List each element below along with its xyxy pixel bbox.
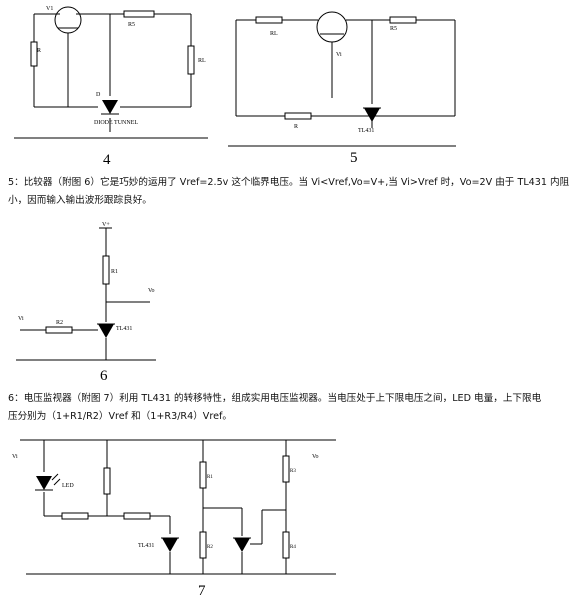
fig6-vi-label: Vi xyxy=(18,316,24,322)
fig6-r1-label: R1 xyxy=(111,269,118,275)
led-emission-arrow-1 xyxy=(51,473,59,481)
figure-5-number: 5 xyxy=(350,150,358,166)
paragraph-5-line-2: 小，因而输入输出波形跟踪良好。 xyxy=(8,195,152,206)
fig6-vo-label: Vo xyxy=(148,288,155,294)
led-emission-arrow-2 xyxy=(53,478,61,486)
fig7-tl431-label: TL431 xyxy=(138,543,154,549)
paragraph-5-line-1: 5：比较器（附图 6）它是巧妙的运用了 Vref=2.5v 这个临界电压。当 V… xyxy=(8,177,570,188)
diode-symbol-icon xyxy=(102,100,118,114)
figure-6-number: 6 xyxy=(100,368,108,384)
fig7-vo-label: Vo xyxy=(312,454,319,460)
fig7-r1-label: R1 xyxy=(207,475,213,480)
paragraph-6-line-2: 压分别为（1+R1/R2）Vref 和（1+R3/R4）Vref。 xyxy=(8,411,232,422)
figure-6-circuit xyxy=(20,227,150,360)
fig6-r2-label: R2 xyxy=(56,320,63,326)
figure-4-number: 4 xyxy=(103,152,111,168)
fig7-led-label: LED xyxy=(62,483,74,489)
tl431-symbol-icon xyxy=(162,538,178,552)
fig5-tl431-label: TL431 xyxy=(358,128,374,134)
fig7-r4-label: R4 xyxy=(290,545,296,550)
led-icon xyxy=(36,476,52,490)
fig4-diode-label: D xyxy=(96,92,101,98)
figure-5-circuit xyxy=(235,11,456,128)
fig4-rl-label: RL xyxy=(198,58,206,64)
fig7-vi-label: Vi xyxy=(12,454,18,460)
fig4-transistor-label: V1 xyxy=(46,6,53,12)
fig6-vplus-label: V+ xyxy=(102,222,110,228)
figure-7-number: 7 xyxy=(198,583,206,599)
fig7-r2-label: R2 xyxy=(207,545,213,550)
fig4-diode-caption: DIODE TUNNEL xyxy=(94,120,138,126)
paragraph-6-line-1: 6：电压监视器（附图 7）利用 TL431 的转移特性，组成实用电压监视器。当电… xyxy=(8,393,542,404)
figure-4-circuit xyxy=(30,6,195,132)
fig5-r-label: R xyxy=(294,124,298,130)
fig4-r-label: R xyxy=(37,48,41,54)
fig4-r5-label: R5 xyxy=(128,22,135,28)
fig5-r5-label: R5 xyxy=(390,26,397,32)
figure-7-circuit xyxy=(20,439,336,574)
fig7-r3-label: R3 xyxy=(290,469,296,474)
fig6-tl431-label: TL431 xyxy=(116,326,132,332)
fig5-vi-label: Vi xyxy=(336,52,342,58)
tl431-symbol-icon xyxy=(98,324,114,338)
tl431-symbol-icon xyxy=(364,108,380,122)
diode-symbol-icon xyxy=(234,538,250,552)
fig5-rl-label: RL xyxy=(270,31,278,37)
